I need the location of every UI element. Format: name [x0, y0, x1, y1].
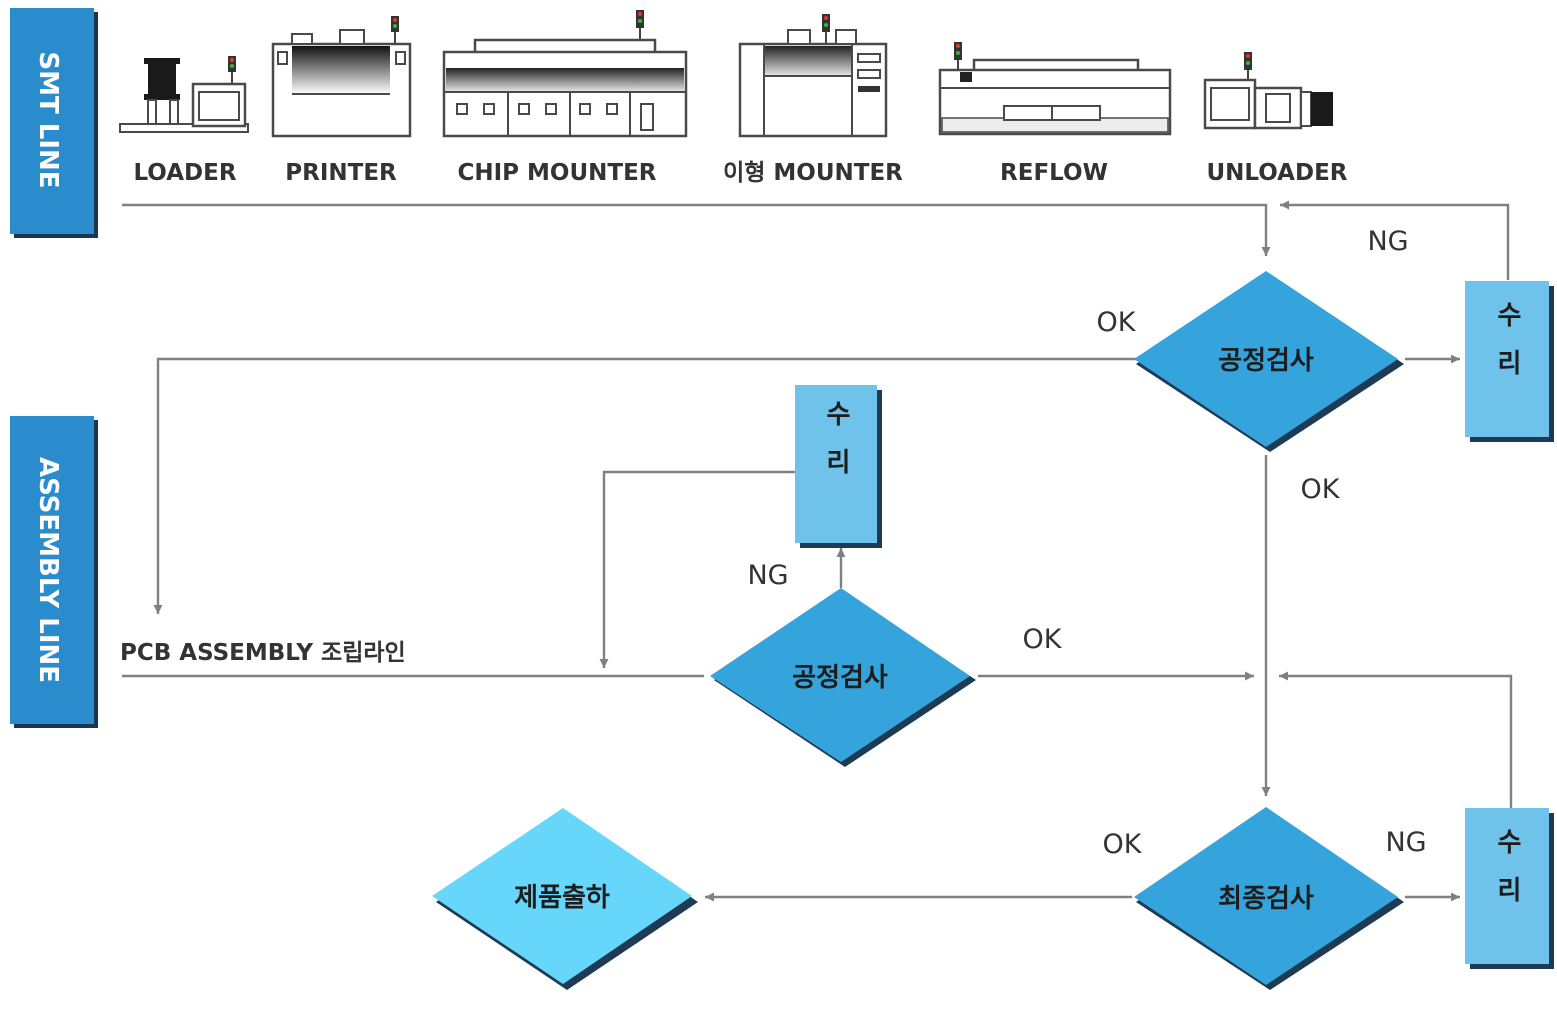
printer-machine-icon — [271, 16, 412, 138]
connectors — [122, 200, 1513, 902]
machine-label-odd-form-mounter: 이형 MOUNTER — [723, 160, 903, 186]
connector-repair3-return — [1279, 671, 1513, 808]
ng-label-final: NG — [1385, 827, 1426, 858]
connector-inspection1-ok-assembly — [153, 357, 1136, 614]
loader-machine-icon — [119, 56, 249, 133]
machine-label-unloader: UNLOADER — [1206, 160, 1347, 186]
ok-label-assembly: OK — [1023, 624, 1063, 655]
smt-line-tab: SMT LINE — [10, 8, 98, 238]
pcb-assembly-line-label: PCB ASSEMBLY 조립라인 — [120, 640, 406, 666]
repair-box-assembly: 수리 — [795, 385, 882, 548]
ok-label-final: OK — [1103, 829, 1143, 860]
repair-label-smt: 수리 — [1492, 301, 1522, 397]
process-inspection-smt-label: 공정검사 — [1218, 346, 1314, 376]
smt-line-label: SMT LINE — [33, 51, 63, 188]
repair-box-final: 수리 — [1465, 808, 1554, 969]
shipping-node: 제품출하 — [432, 808, 698, 990]
shipping-label: 제품출하 — [514, 883, 610, 913]
connector-smt-to-inspection — [122, 203, 1271, 256]
final-inspection-node: 최종검사 — [1134, 807, 1404, 990]
assembly-line-label: ASSEMBLY LINE — [33, 457, 63, 683]
repair-label-assembly: 수리 — [821, 400, 851, 496]
repair-box-smt: 수리 — [1465, 281, 1554, 442]
machine-label-loader: LOADER — [133, 160, 236, 186]
ok-label-smt-to-final: OK — [1301, 474, 1341, 505]
machine-label-chip-mounter: CHIP MOUNTER — [457, 160, 656, 186]
chip-mounter-machine-icon — [442, 10, 688, 138]
machine-label-reflow: REFLOW — [1000, 160, 1108, 186]
unloader-machine-icon — [1203, 52, 1333, 130]
repair-label-final: 수리 — [1492, 828, 1522, 924]
connector-repair1-return — [1280, 200, 1510, 280]
final-inspection-label: 최종검사 — [1218, 884, 1314, 914]
ok-label-smt-to-assembly: OK — [1097, 307, 1137, 338]
ng-label-assembly: NG — [747, 560, 788, 591]
connector-repair2-return — [599, 470, 795, 668]
process-inspection-assembly-node: 공정검사 — [710, 588, 976, 767]
process-inspection-assembly-label: 공정검사 — [792, 663, 888, 693]
process-inspection-smt-node: 공정검사 — [1134, 271, 1404, 452]
ng-label-smt: NG — [1367, 226, 1408, 257]
odd-form-mounter-machine-icon — [738, 14, 888, 138]
machine-label-printer: PRINTER — [285, 160, 397, 186]
reflow-machine-icon — [938, 42, 1172, 136]
assembly-line-tab: ASSEMBLY LINE — [10, 416, 98, 728]
